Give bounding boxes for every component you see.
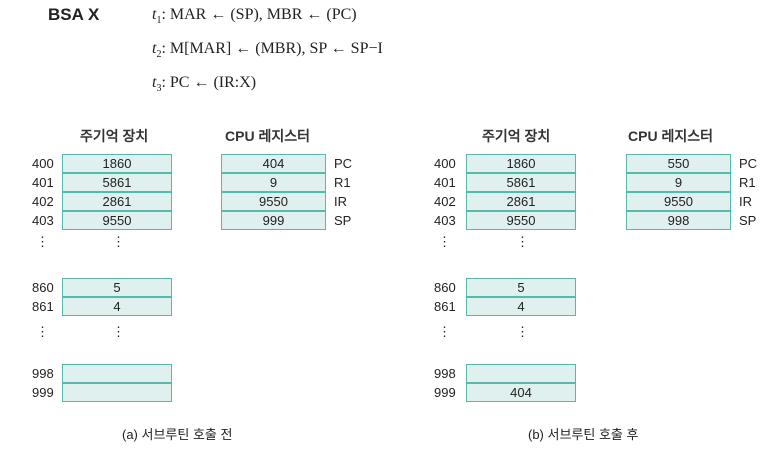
- ellipsis: ⋮: [112, 234, 125, 249]
- instruction-name: BSA X: [48, 5, 100, 24]
- register-name: R1: [739, 175, 756, 190]
- memory-address: 999: [32, 385, 54, 400]
- cpu-register-header: CPU 레지스터: [628, 128, 713, 144]
- memory-address: 860: [32, 280, 54, 295]
- register-name: SP: [334, 213, 352, 228]
- memory-address: 400: [434, 156, 456, 171]
- memory-cell: 5: [466, 278, 576, 297]
- micro-step-2: t2: M[MAR] ← (MBR), SP ← SP−I: [152, 40, 383, 61]
- memory-cell: 1860: [62, 154, 172, 173]
- panel-caption: (a) 서브루틴 호출 전: [122, 427, 233, 442]
- memory-header: 주기억 장치: [80, 128, 149, 144]
- memory-cell: 5: [62, 278, 172, 297]
- memory-address: 403: [434, 213, 456, 228]
- register-cell: 550: [626, 154, 731, 173]
- micro-step-1: t1: MAR ← (SP), MBR ← (PC): [152, 6, 357, 27]
- memory-cell: [62, 364, 172, 383]
- memory-address: 861: [32, 299, 54, 314]
- register-name: IR: [334, 194, 347, 209]
- ellipsis: ⋮: [438, 234, 451, 249]
- memory-address: 403: [32, 213, 54, 228]
- memory-address: 999: [434, 385, 456, 400]
- ellipsis: ⋮: [516, 234, 529, 249]
- memory-cell: [466, 364, 576, 383]
- memory-address: 402: [434, 194, 456, 209]
- memory-cell: 4: [466, 297, 576, 316]
- memory-cell: 2861: [466, 192, 576, 211]
- register-name: IR: [739, 194, 752, 209]
- register-name: SP: [739, 213, 757, 228]
- micro-step-3: t3: PC ← (IR:X): [152, 74, 257, 95]
- register-cell: 9: [221, 173, 326, 192]
- memory-address: 998: [32, 366, 54, 381]
- memory-address: 861: [434, 299, 456, 314]
- memory-cell: 9550: [466, 211, 576, 230]
- memory-cell: 9550: [62, 211, 172, 230]
- register-cell: 9550: [626, 192, 731, 211]
- register-cell: 9550: [221, 192, 326, 211]
- cpu-register-header: CPU 레지스터: [225, 128, 310, 144]
- memory-header: 주기억 장치: [482, 128, 551, 144]
- memory-address: 401: [434, 175, 456, 190]
- ellipsis: ⋮: [36, 324, 49, 339]
- ellipsis: ⋮: [516, 324, 529, 339]
- memory-cell: 4: [62, 297, 172, 316]
- memory-cell: 5861: [466, 173, 576, 192]
- memory-address: 400: [32, 156, 54, 171]
- memory-cell: 1860: [466, 154, 576, 173]
- ellipsis: ⋮: [36, 234, 49, 249]
- memory-cell: 404: [466, 383, 576, 402]
- register-cell: 999: [221, 211, 326, 230]
- memory-cell: 2861: [62, 192, 172, 211]
- register-cell: 404: [221, 154, 326, 173]
- ellipsis: ⋮: [112, 324, 125, 339]
- memory-cell: [62, 383, 172, 402]
- register-cell: 998: [626, 211, 731, 230]
- panel-caption: (b) 서브루틴 호출 후: [528, 427, 639, 442]
- memory-cell: 5861: [62, 173, 172, 192]
- ellipsis: ⋮: [438, 324, 451, 339]
- memory-address: 402: [32, 194, 54, 209]
- memory-address: 401: [32, 175, 54, 190]
- memory-address: 998: [434, 366, 456, 381]
- register-name: R1: [334, 175, 351, 190]
- memory-address: 860: [434, 280, 456, 295]
- register-name: PC: [334, 156, 353, 171]
- register-name: PC: [739, 156, 758, 171]
- register-cell: 9: [626, 173, 731, 192]
